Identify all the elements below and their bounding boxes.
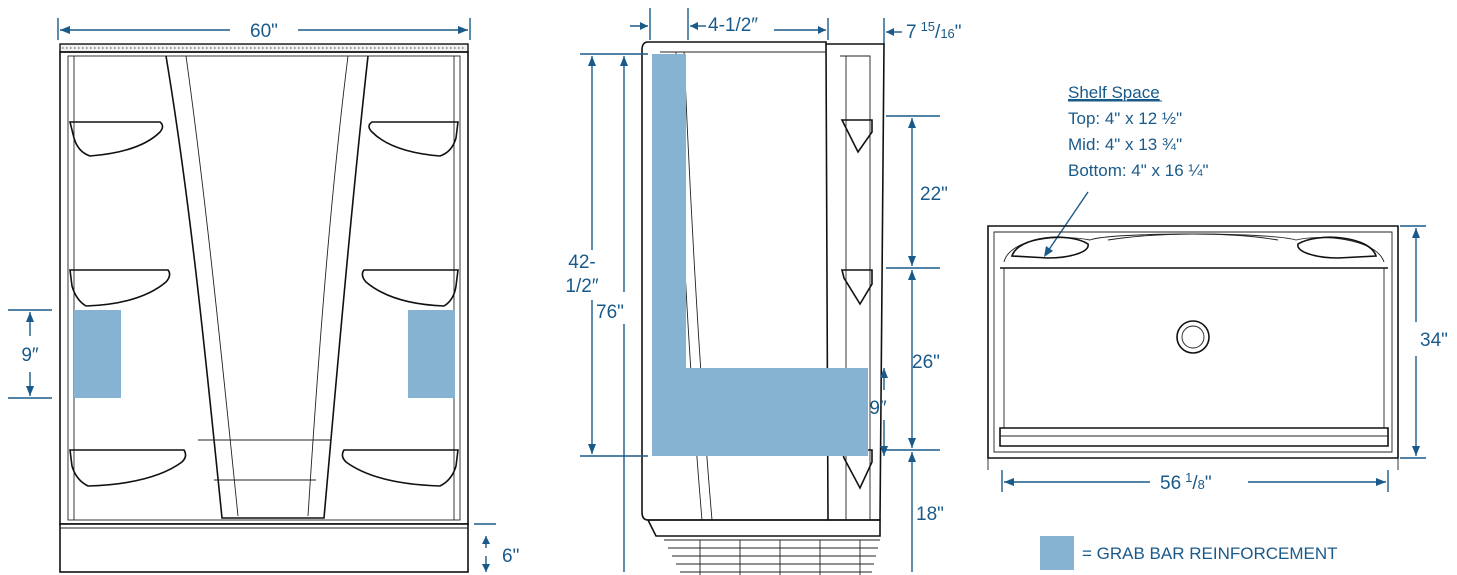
side-offset-label: 4-1/2″	[708, 15, 758, 36]
side-grab-top-dimension: 42- 1/2″	[565, 53, 648, 457]
legend-label: = GRAB BAR REINFORCEMENT	[1082, 544, 1338, 563]
shelf-space-note: Shelf Space Top: 4" x 12 ½" Mid: 4" x 13…	[1044, 83, 1209, 257]
side-shelf-mid-gap-label: 26"	[912, 352, 940, 373]
front-width-label: 60"	[250, 21, 278, 42]
legend-swatch	[1040, 536, 1074, 570]
shelf-space-bottom: Bottom: 4" x 16 ¼"	[1068, 161, 1209, 180]
plan-depth-label: 34"	[1420, 330, 1448, 351]
shelf-space-title: Shelf Space	[1068, 83, 1160, 102]
side-grab-top-label-line1: 42-	[568, 252, 595, 273]
side-offset-dimension: 4-1/2″	[630, 8, 829, 40]
front-width-dimension: 60"	[57, 18, 471, 42]
side-shelf-bottom-label: 18"	[916, 504, 944, 525]
front-base	[59, 523, 469, 573]
plan-outer	[987, 225, 1399, 459]
front-base-height-label: 6"	[502, 546, 519, 567]
front-base-height-dimension: 6"	[474, 523, 519, 572]
legend: = GRAB BAR REINFORCEMENT	[1040, 536, 1338, 570]
side-grab-height-dimension: 9″	[869, 368, 888, 456]
plan-depth-dimension: 34"	[1400, 225, 1448, 459]
plan-drain	[1176, 320, 1210, 354]
side-shelf-top-gap-label: 22"	[920, 184, 948, 205]
shelf-space-mid: Mid: 4" x 13 ¾"	[1068, 135, 1182, 154]
shelf-space-top: Top: 4" x 12 ½"	[1068, 109, 1182, 128]
front-view: 60"	[8, 18, 519, 573]
side-shelf-dimensions: 22" 26" 18"	[886, 115, 948, 572]
front-left-shelves	[68, 121, 187, 487]
front-right-shelves	[341, 121, 459, 487]
side-total-height-dimension: 76"	[596, 56, 628, 572]
side-grab-top-label-line2: 1/2″	[565, 276, 598, 297]
side-grab-height-label: 9″	[869, 398, 887, 419]
side-total-height-label: 76"	[596, 302, 624, 323]
front-grab-height-dimension: 9″	[8, 309, 52, 399]
front-grab-height-label: 9″	[21, 345, 39, 366]
front-right-grab-bar-reinforcement	[408, 310, 455, 398]
side-grab-bar-reinforcement	[652, 54, 868, 456]
front-left-grab-bar-reinforcement	[74, 310, 121, 398]
